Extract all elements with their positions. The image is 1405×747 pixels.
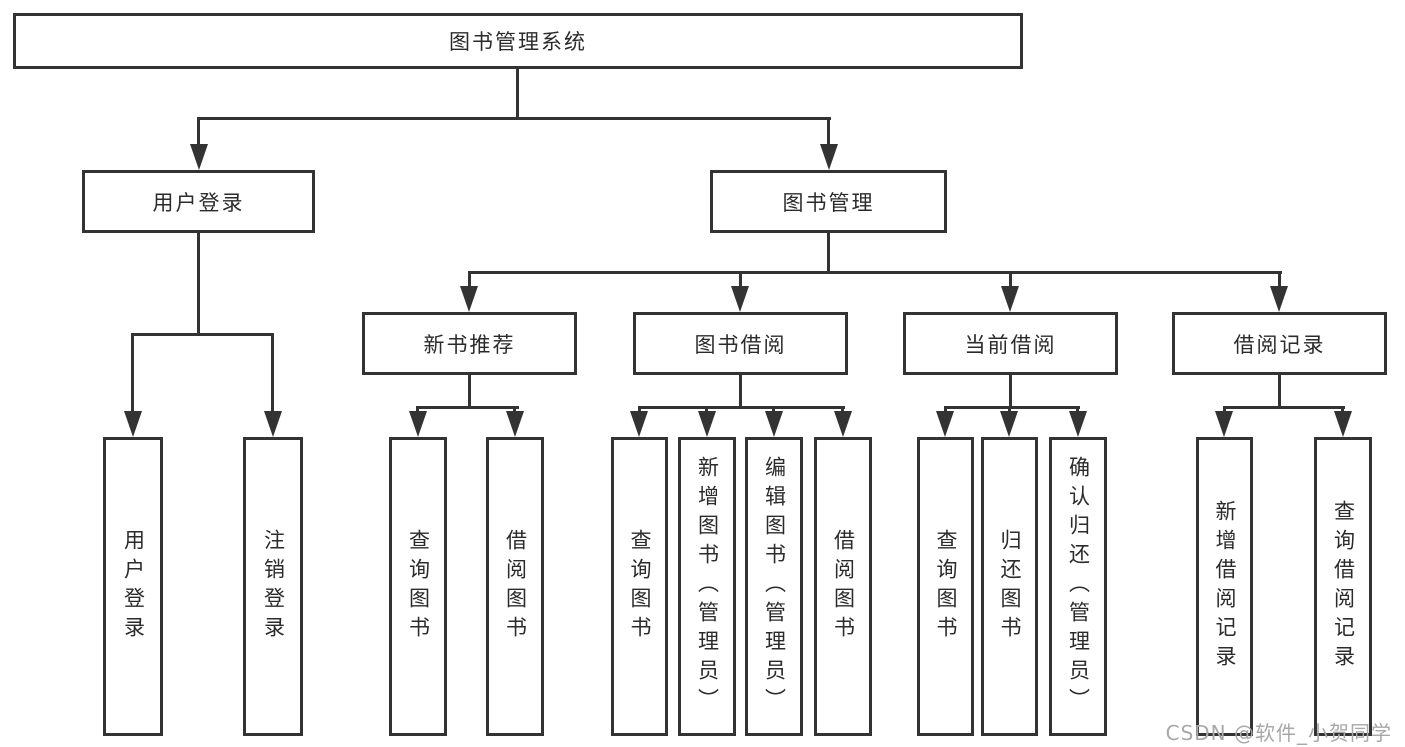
leaf-return-book: 归还图书 xyxy=(981,437,1038,736)
node-user-login-label: 用户登录 xyxy=(152,190,245,215)
node-book-borrow: 图书借阅 xyxy=(633,312,848,375)
csdn-watermark: CSDN @软件_小贺同学 xyxy=(1165,721,1392,745)
node-borrow-records: 借阅记录 xyxy=(1172,312,1387,375)
arrow-down-icon xyxy=(765,411,783,437)
arrow-down-icon xyxy=(1270,286,1288,312)
connector-g3-drop-1 xyxy=(944,406,947,415)
connector-g1-rail xyxy=(416,406,519,409)
leaf-recommend-query-book-label: 查询图书 xyxy=(406,528,431,645)
connector-g4-drop-1 xyxy=(1223,406,1226,415)
connector-mgmt-drop-3 xyxy=(1009,271,1012,288)
arrow-down-icon xyxy=(731,286,749,312)
connector-g4-stem xyxy=(1278,375,1281,408)
leaf-logout: 注销登录 xyxy=(243,437,303,736)
leaf-current-query-book-label: 查询图书 xyxy=(934,528,958,645)
connector-mgmt-rail xyxy=(468,271,1282,274)
arrow-down-icon xyxy=(506,411,524,437)
leaf-add-book-admin-label: 新增图书（管理员） xyxy=(695,456,720,717)
connector-g2-drop-1 xyxy=(638,406,641,415)
leaf-recommend-query-book: 查询图书 xyxy=(389,437,447,736)
connector-mgmt-drop-1 xyxy=(468,271,471,288)
connector-root-stem xyxy=(516,68,519,119)
arrow-down-icon xyxy=(936,411,954,437)
connector-g3-drop-2 xyxy=(1008,406,1011,415)
arrow-down-icon xyxy=(630,411,648,437)
leaf-confirm-return-admin-label: 确认归还（管理员） xyxy=(1066,456,1091,717)
connector-g1-drop-1 xyxy=(416,406,419,415)
leaf-confirm-return-admin: 确认归还（管理员） xyxy=(1049,437,1107,736)
leaf-edit-book-admin-label: 编辑图书（管理员） xyxy=(762,456,787,717)
arrow-down-icon xyxy=(1215,411,1233,437)
connector-login-drop-2 xyxy=(271,333,274,411)
connector-g1-drop-2 xyxy=(513,406,516,415)
connector-mgmt-drop-4 xyxy=(1278,271,1281,288)
connector-login-stem xyxy=(197,233,200,335)
leaf-user-login: 用户登录 xyxy=(103,437,163,736)
arrow-down-icon xyxy=(834,411,852,437)
leaf-add-book-admin: 新增图书（管理员） xyxy=(678,437,736,736)
connector-mgmt-drop-2 xyxy=(739,271,742,288)
connector-g4-rail xyxy=(1223,406,1345,409)
node-root-label: 图书管理系统 xyxy=(449,30,587,54)
leaf-borrow-book: 借阅图书 xyxy=(814,437,872,736)
connector-mgmt-stem xyxy=(827,233,830,273)
leaf-query-borrow-record-label: 查询借阅记录 xyxy=(1331,499,1356,674)
connector-login-drop-1 xyxy=(131,333,134,411)
leaf-current-query-book: 查询图书 xyxy=(917,437,974,736)
node-book-management: 图书管理 xyxy=(710,170,947,233)
arrow-down-icon xyxy=(460,286,478,312)
arrow-down-icon xyxy=(1000,411,1018,437)
node-book-management-label: 图书管理 xyxy=(782,190,875,215)
node-borrow-records-label: 借阅记录 xyxy=(1233,332,1326,357)
arrow-down-icon xyxy=(409,411,427,437)
leaf-add-borrow-record: 新增借阅记录 xyxy=(1196,437,1253,736)
arrow-down-icon xyxy=(820,144,838,170)
arrow-down-icon xyxy=(698,411,716,437)
leaf-edit-book-admin: 编辑图书（管理员） xyxy=(745,437,803,736)
node-root: 图书管理系统 xyxy=(13,13,1023,69)
connector-root-drop-right xyxy=(827,117,830,149)
leaf-borrow-query-book: 查询图书 xyxy=(611,437,668,736)
node-current-borrow-label: 当前借阅 xyxy=(964,332,1057,357)
node-book-borrow-label: 图书借阅 xyxy=(694,332,787,357)
arrow-down-icon xyxy=(124,411,142,437)
leaf-borrow-query-book-label: 查询图书 xyxy=(628,528,652,645)
connector-g4-drop-2 xyxy=(1341,406,1344,415)
node-current-borrow: 当前借阅 xyxy=(903,312,1118,375)
connector-root-rail xyxy=(197,117,831,120)
leaf-recommend-borrow-book-label: 借阅图书 xyxy=(503,528,528,645)
node-new-book-recommend: 新书推荐 xyxy=(362,312,577,375)
connector-g2-drop-4 xyxy=(841,406,844,415)
leaf-borrow-book-label: 借阅图书 xyxy=(831,528,856,645)
node-user-login: 用户登录 xyxy=(82,170,315,233)
connector-g3-rail xyxy=(944,406,1080,409)
connector-root-drop-left xyxy=(197,117,200,149)
connector-login-rail xyxy=(131,333,274,336)
connector-g1-stem xyxy=(468,375,471,408)
connector-g2-stem xyxy=(739,375,742,408)
connector-g3-stem xyxy=(1009,375,1012,408)
leaf-recommend-borrow-book: 借阅图书 xyxy=(486,437,544,736)
arrow-down-icon xyxy=(1334,411,1352,437)
arrow-down-icon xyxy=(190,144,208,170)
leaf-logout-label: 注销登录 xyxy=(261,528,286,645)
node-new-book-recommend-label: 新书推荐 xyxy=(423,332,516,357)
connector-g2-drop-2 xyxy=(705,406,708,415)
arrow-down-icon xyxy=(264,411,282,437)
connector-g2-drop-3 xyxy=(772,406,775,415)
leaf-user-login-label: 用户登录 xyxy=(121,528,146,645)
connector-g3-drop-3 xyxy=(1076,406,1079,415)
arrow-down-icon xyxy=(1001,286,1019,312)
leaf-return-book-label: 归还图书 xyxy=(998,528,1022,645)
leaf-add-borrow-record-label: 新增借阅记录 xyxy=(1213,499,1237,674)
arrow-down-icon xyxy=(1069,411,1087,437)
connector-g2-rail xyxy=(638,406,845,409)
leaf-query-borrow-record: 查询借阅记录 xyxy=(1314,437,1372,736)
